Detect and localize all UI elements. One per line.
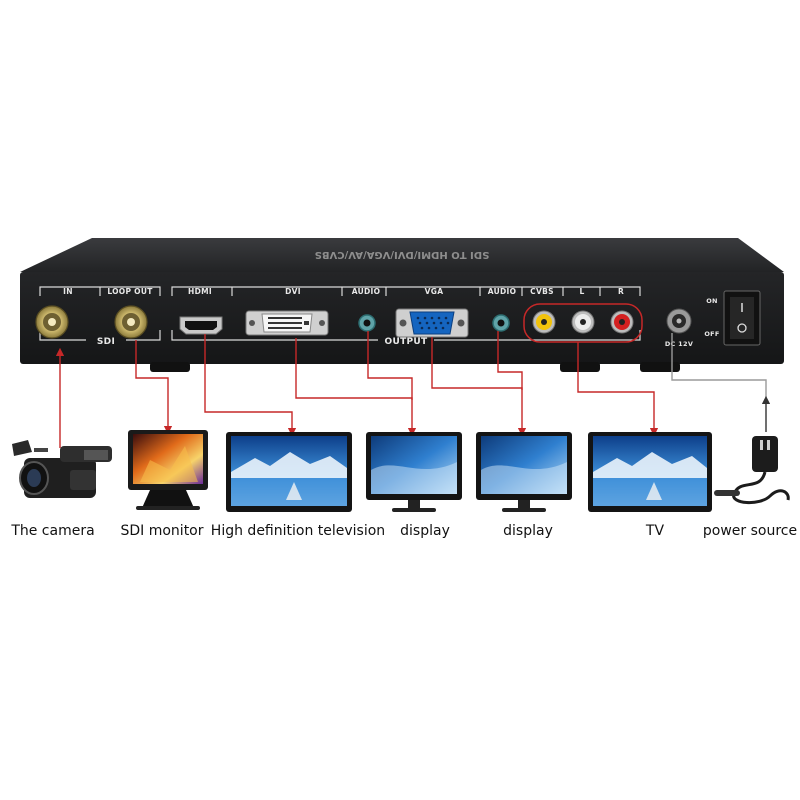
dvi-label: DVI — [285, 287, 301, 296]
vga-port[interactable] — [395, 308, 469, 338]
sdi-group-label: SDI — [97, 337, 115, 347]
line-power-to-dc — [671, 333, 767, 404]
display-1-icon — [366, 432, 462, 512]
cvbs-label: CVBS — [530, 287, 554, 296]
camera-icon — [12, 440, 112, 498]
connection-lines — [55, 331, 659, 448]
display-2-icon — [476, 432, 572, 512]
dvi-port[interactable] — [245, 310, 329, 336]
audio-label-2: AUDIO — [488, 287, 517, 296]
hdmi-port[interactable] — [179, 316, 223, 335]
dc-12v-label: DC 12V — [665, 340, 693, 348]
audio-jack-2[interactable] — [492, 314, 510, 332]
rca-group-highlight — [523, 303, 643, 343]
line-rca-to-tv — [577, 342, 659, 437]
caption-display-2: display — [503, 523, 553, 539]
vga-label: VGA — [425, 287, 444, 296]
device-foot-mid — [560, 362, 600, 372]
sdi-in-label: IN — [63, 287, 73, 296]
audio-l-rca-white-port[interactable] — [571, 310, 595, 334]
audio-label-1: AUDIO — [352, 287, 381, 296]
audio-r-label: R — [618, 287, 624, 296]
line-dvi-to-display-1 — [295, 338, 417, 437]
tv-icon — [588, 432, 712, 512]
hdtv-icon — [226, 432, 352, 512]
caption-tv: TV — [645, 523, 665, 539]
caption-sdi-monitor: SDI monitor — [120, 523, 204, 539]
audio-jack-1[interactable] — [358, 314, 376, 332]
device-foot-left — [150, 362, 190, 372]
caption-display-1: display — [400, 523, 450, 539]
line-loop-to-monitor — [135, 340, 173, 435]
output-group-label: OUTPUT — [385, 337, 429, 347]
cvbs-rca-yellow-port[interactable] — [532, 310, 556, 334]
converter-device: SDI TO HDMI/DVI/VGA/AV/CVBS IN LOOP OUT … — [20, 238, 784, 372]
line-audio2-to-display-2 — [497, 331, 523, 390]
line-audio1-to-display-1 — [367, 331, 413, 400]
device-foot-right — [640, 362, 680, 372]
caption-power-source: power source — [702, 523, 798, 539]
line-hdmi-to-hdtv — [204, 334, 297, 437]
switch-off-label: OFF — [704, 330, 719, 338]
power-rocker-switch[interactable] — [723, 290, 761, 346]
power-adapter-icon — [714, 436, 790, 504]
device-top-label: SDI TO HDMI/DVI/VGA/AV/CVBS — [315, 249, 490, 260]
sdi-monitor-icon — [128, 430, 208, 510]
sdi-in-bnc-port[interactable] — [35, 305, 69, 339]
dc-power-jack[interactable] — [666, 308, 692, 334]
sdi-loop-out-bnc-port[interactable] — [114, 305, 148, 339]
hdmi-label: HDMI — [188, 287, 212, 296]
sdi-loop-out-label: LOOP OUT — [107, 287, 153, 296]
line-vga-to-display-2 — [431, 337, 527, 437]
switch-on-label: ON — [706, 297, 718, 305]
audio-r-rca-red-port[interactable] — [610, 310, 634, 334]
caption-camera: The camera — [11, 523, 95, 539]
device-top-panel — [20, 238, 784, 272]
audio-l-label: L — [579, 287, 584, 296]
caption-hdtv: High definition television — [210, 523, 386, 539]
